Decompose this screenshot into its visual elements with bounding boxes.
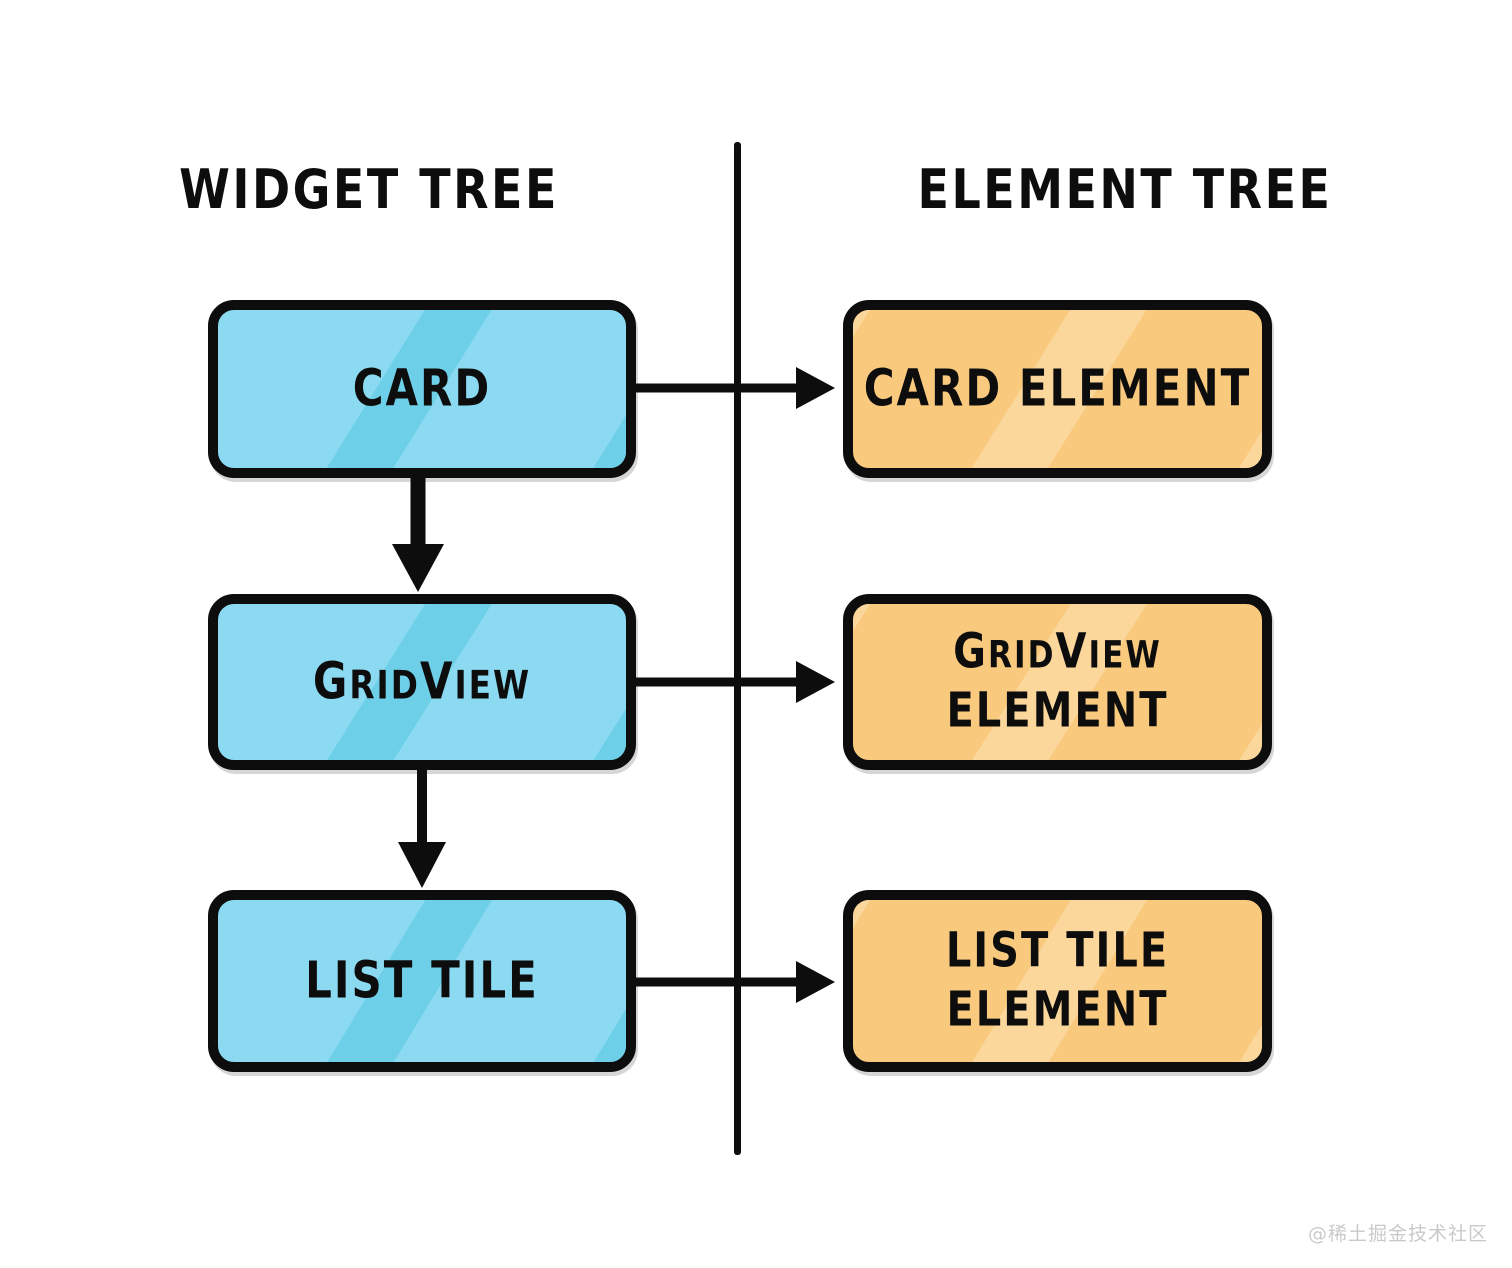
listtile-element-line2: ELEMENT [946, 982, 1169, 1038]
gridview-iew: IEW [1088, 634, 1162, 678]
listtile-element-line1: LIST TILE [945, 923, 1170, 979]
arrow-gridview-to-listtile [382, 770, 462, 892]
arrow-card-to-gridview [378, 478, 458, 596]
watermark: @稀土掘金技术社区 [1307, 1223, 1488, 1245]
widget-node-listtile[interactable]: LIST TILE [208, 890, 636, 1072]
gridview-rid: RID [988, 634, 1056, 678]
widget-tree-title: WIDGET TREE [179, 157, 559, 221]
gridview-element-line1: GRIDVIEW [946, 623, 1168, 682]
widget-node-card[interactable]: CARD [208, 300, 636, 478]
gridview-cap-v: V [419, 651, 455, 711]
element-node-card-element-label: CARD ELEMENT [863, 358, 1252, 418]
gridview-element-line2: ELEMENT [946, 683, 1169, 739]
gridview-cap-v: V [1055, 624, 1089, 680]
element-tree-title: ELEMENT TREE [917, 157, 1333, 221]
gridview-cap-g: G [312, 651, 350, 711]
widget-node-gridview-label: GRIDVIEW [312, 651, 532, 711]
column-divider-line [734, 142, 741, 1155]
gridview-iew: IEW [454, 662, 532, 709]
widget-node-gridview[interactable]: GRIDVIEW [208, 594, 636, 770]
widget-node-card-label: CARD [352, 358, 492, 418]
element-node-card-element[interactable]: CARD ELEMENT [843, 300, 1272, 478]
gridview-cap-g: G [953, 624, 989, 680]
widget-node-listtile-label: LIST TILE [305, 950, 539, 1010]
gridview-rid: RID [349, 662, 420, 709]
